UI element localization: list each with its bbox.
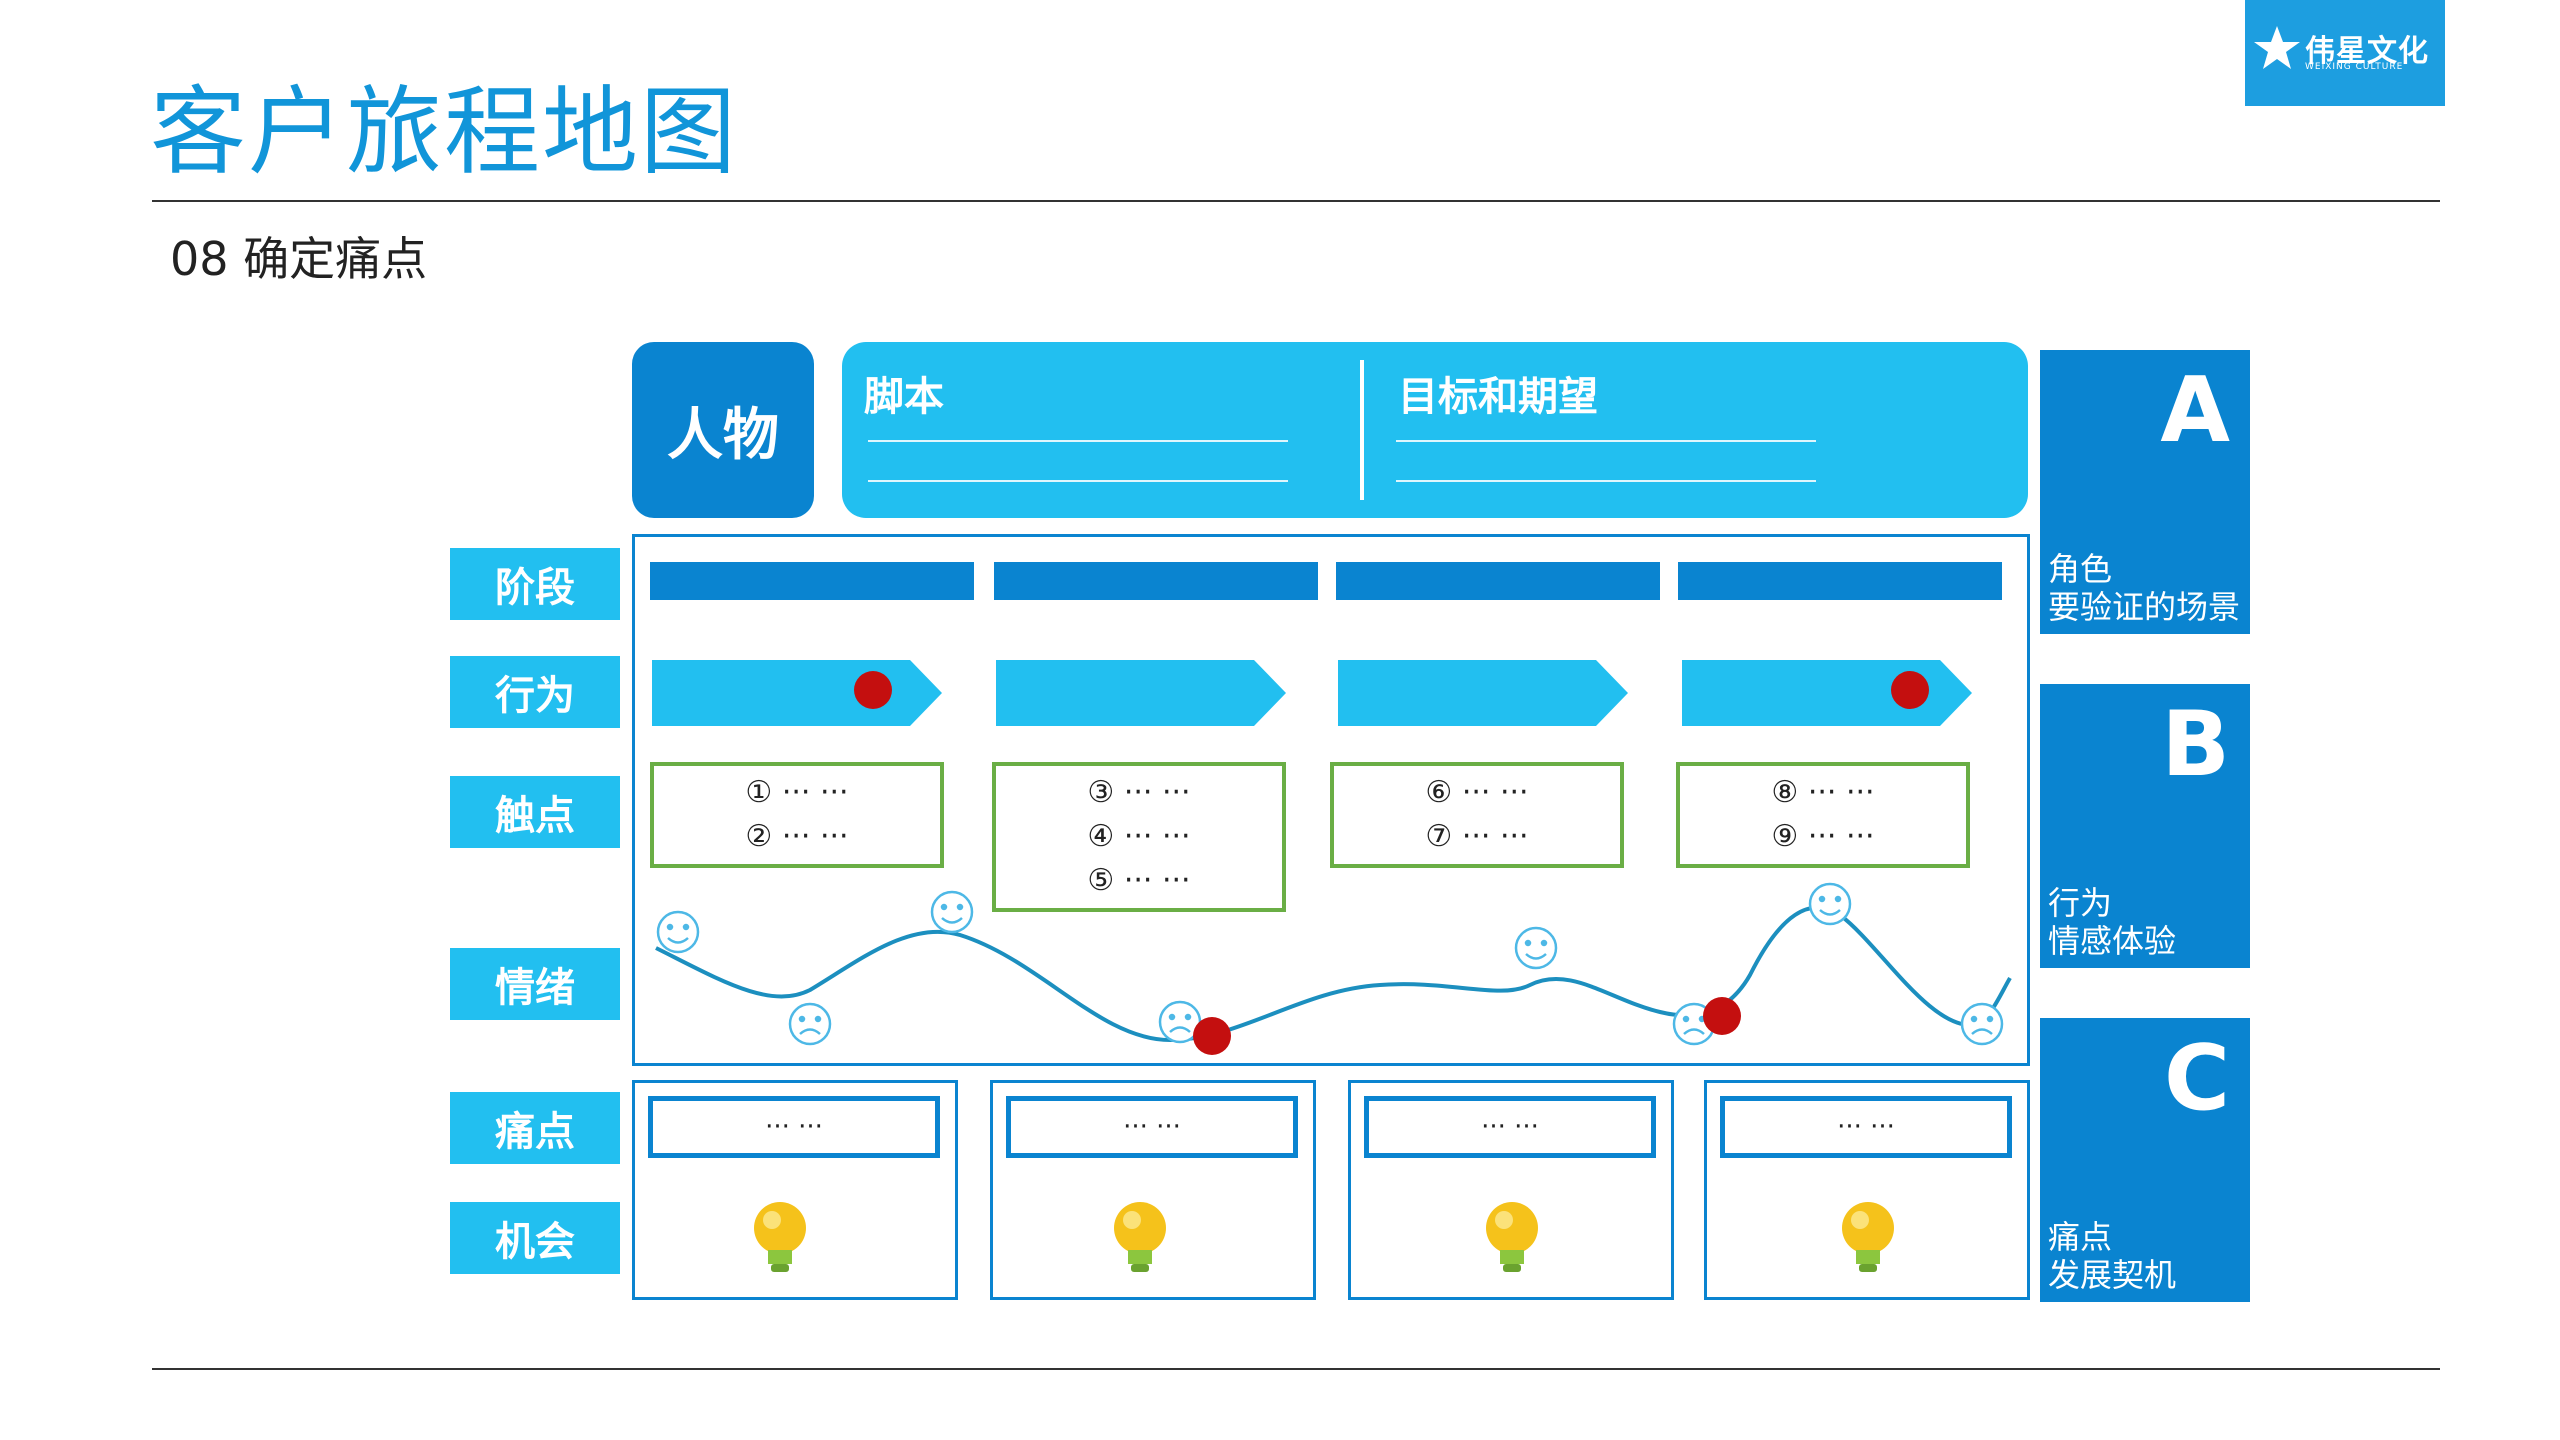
side-letter: A — [2160, 358, 2230, 463]
row-label-opportunity: 机会 — [450, 1202, 620, 1274]
touchpoint-item: ⑥ ··· ··· — [1425, 775, 1529, 810]
side-line-1: 角色 — [2048, 550, 2113, 588]
stage-bar-4 — [1678, 562, 2002, 600]
side-box-c: C 痛点 发展契机 — [2040, 1018, 2250, 1302]
goals-line-2 — [1396, 480, 1816, 482]
top-divider — [152, 200, 2440, 202]
touchpoint-item: ⑤ ··· ··· — [1087, 863, 1191, 898]
stage-text: 阶段 — [495, 565, 575, 611]
pain-text-1: ··· ··· — [765, 1112, 823, 1142]
touchpoint-item: ③ ··· ··· — [1087, 775, 1191, 810]
pain-text: 痛点 — [495, 1109, 575, 1155]
script-divider — [1360, 360, 1364, 500]
pain-text-3: ··· ··· — [1481, 1112, 1539, 1142]
sad-face-icon — [1960, 1002, 2004, 1046]
page-title: 客户旅程地图 — [150, 76, 738, 188]
opportunity-text: 机会 — [495, 1219, 575, 1265]
stage-bar-2 — [994, 562, 1318, 600]
pain-text-2: ··· ··· — [1123, 1112, 1181, 1142]
touchpoint-item: ⑧ ··· ··· — [1771, 775, 1875, 810]
row-label-touchpoint: 触点 — [450, 776, 620, 848]
pain-box-4: ··· ··· — [1720, 1096, 2012, 1158]
brand-logo: 伟星文化 WEIXING CULTURE — [2245, 0, 2445, 106]
lightbulb-icon — [754, 1202, 806, 1272]
side-line-1: 行为 — [2048, 884, 2113, 922]
behavior-arrow-3 — [1338, 660, 1628, 726]
page-subtitle: 08 确定痛点 — [170, 232, 428, 286]
person-label: 人物 — [667, 402, 779, 468]
script-line-2 — [868, 480, 1288, 482]
lightbulb-icon — [1486, 1202, 1538, 1272]
sad-face-icon — [1158, 1000, 1202, 1044]
side-line-2: 要验证的场景 — [2048, 588, 2241, 626]
touchpoint-item: ⑨ ··· ··· — [1771, 819, 1875, 854]
lightbulb-icon — [1114, 1202, 1166, 1272]
touchpoint-box-2: ③ ··· ··· ④ ··· ··· ⑤ ··· ··· — [992, 762, 1286, 912]
pain-text-4: ··· ··· — [1837, 1112, 1895, 1142]
behavior-text: 行为 — [495, 673, 575, 719]
side-line-2: 情感体验 — [2048, 922, 2177, 960]
row-label-emotion: 情绪 — [450, 948, 620, 1020]
bottom-divider — [152, 1368, 2440, 1370]
side-line-1: 痛点 — [2048, 1218, 2113, 1256]
row-label-stage: 阶段 — [450, 548, 620, 620]
touchpoint-box-1: ① ··· ··· ② ··· ··· — [650, 762, 944, 868]
stage-bar-1 — [650, 562, 974, 600]
pain-box-3: ··· ··· — [1364, 1096, 1656, 1158]
touchpoint-item: ① ··· ··· — [745, 775, 849, 810]
touchpoint-item: ② ··· ··· — [745, 819, 849, 854]
touchpoint-box-3: ⑥ ··· ··· ⑦ ··· ··· — [1330, 762, 1624, 868]
touchpoint-box-4: ⑧ ··· ··· ⑨ ··· ··· — [1676, 762, 1970, 868]
side-box-a: A 角色 要验证的场景 — [2040, 350, 2250, 634]
row-label-pain: 痛点 — [450, 1092, 620, 1164]
star-logo-icon — [2254, 26, 2300, 69]
smiley-face-icon — [930, 890, 974, 934]
script-label: 脚本 — [864, 374, 944, 420]
pain-marker-dot — [1703, 997, 1741, 1035]
side-line-2: 发展契机 — [2048, 1256, 2177, 1294]
pain-box-2: ··· ··· — [1006, 1096, 1298, 1158]
goals-label: 目标和期望 — [1398, 374, 1598, 420]
side-letter: B — [2161, 692, 2230, 797]
smiley-face-icon — [656, 910, 700, 954]
pain-box-1: ··· ··· — [648, 1096, 940, 1158]
logo-en: WEIXING CULTURE — [2305, 62, 2404, 72]
touchpoint-item: ⑦ ··· ··· — [1425, 819, 1529, 854]
script-line-1 — [868, 440, 1288, 442]
side-letter: C — [2163, 1026, 2230, 1131]
stage-bar-3 — [1336, 562, 1660, 600]
goals-line-1 — [1396, 440, 1816, 442]
side-box-b: B 行为 情感体验 — [2040, 684, 2250, 968]
pain-marker-dot — [1193, 1017, 1231, 1055]
pain-marker-dot — [854, 671, 892, 709]
row-label-behavior: 行为 — [450, 656, 620, 728]
touchpoint-item: ④ ··· ··· — [1087, 819, 1191, 854]
logo-name: 伟星文化 — [2305, 34, 2429, 69]
lightbulb-icon — [1842, 1202, 1894, 1272]
sad-face-icon — [788, 1002, 832, 1046]
smiley-face-icon — [1808, 882, 1852, 926]
script-goals-box: 脚本 目标和期望 — [842, 342, 2028, 518]
emotion-text: 情绪 — [495, 965, 575, 1011]
person-box: 人物 — [632, 342, 814, 518]
touchpoint-text: 触点 — [495, 793, 575, 839]
smiley-face-icon — [1514, 926, 1558, 970]
pain-marker-dot — [1891, 671, 1929, 709]
behavior-arrow-2 — [996, 660, 1286, 726]
